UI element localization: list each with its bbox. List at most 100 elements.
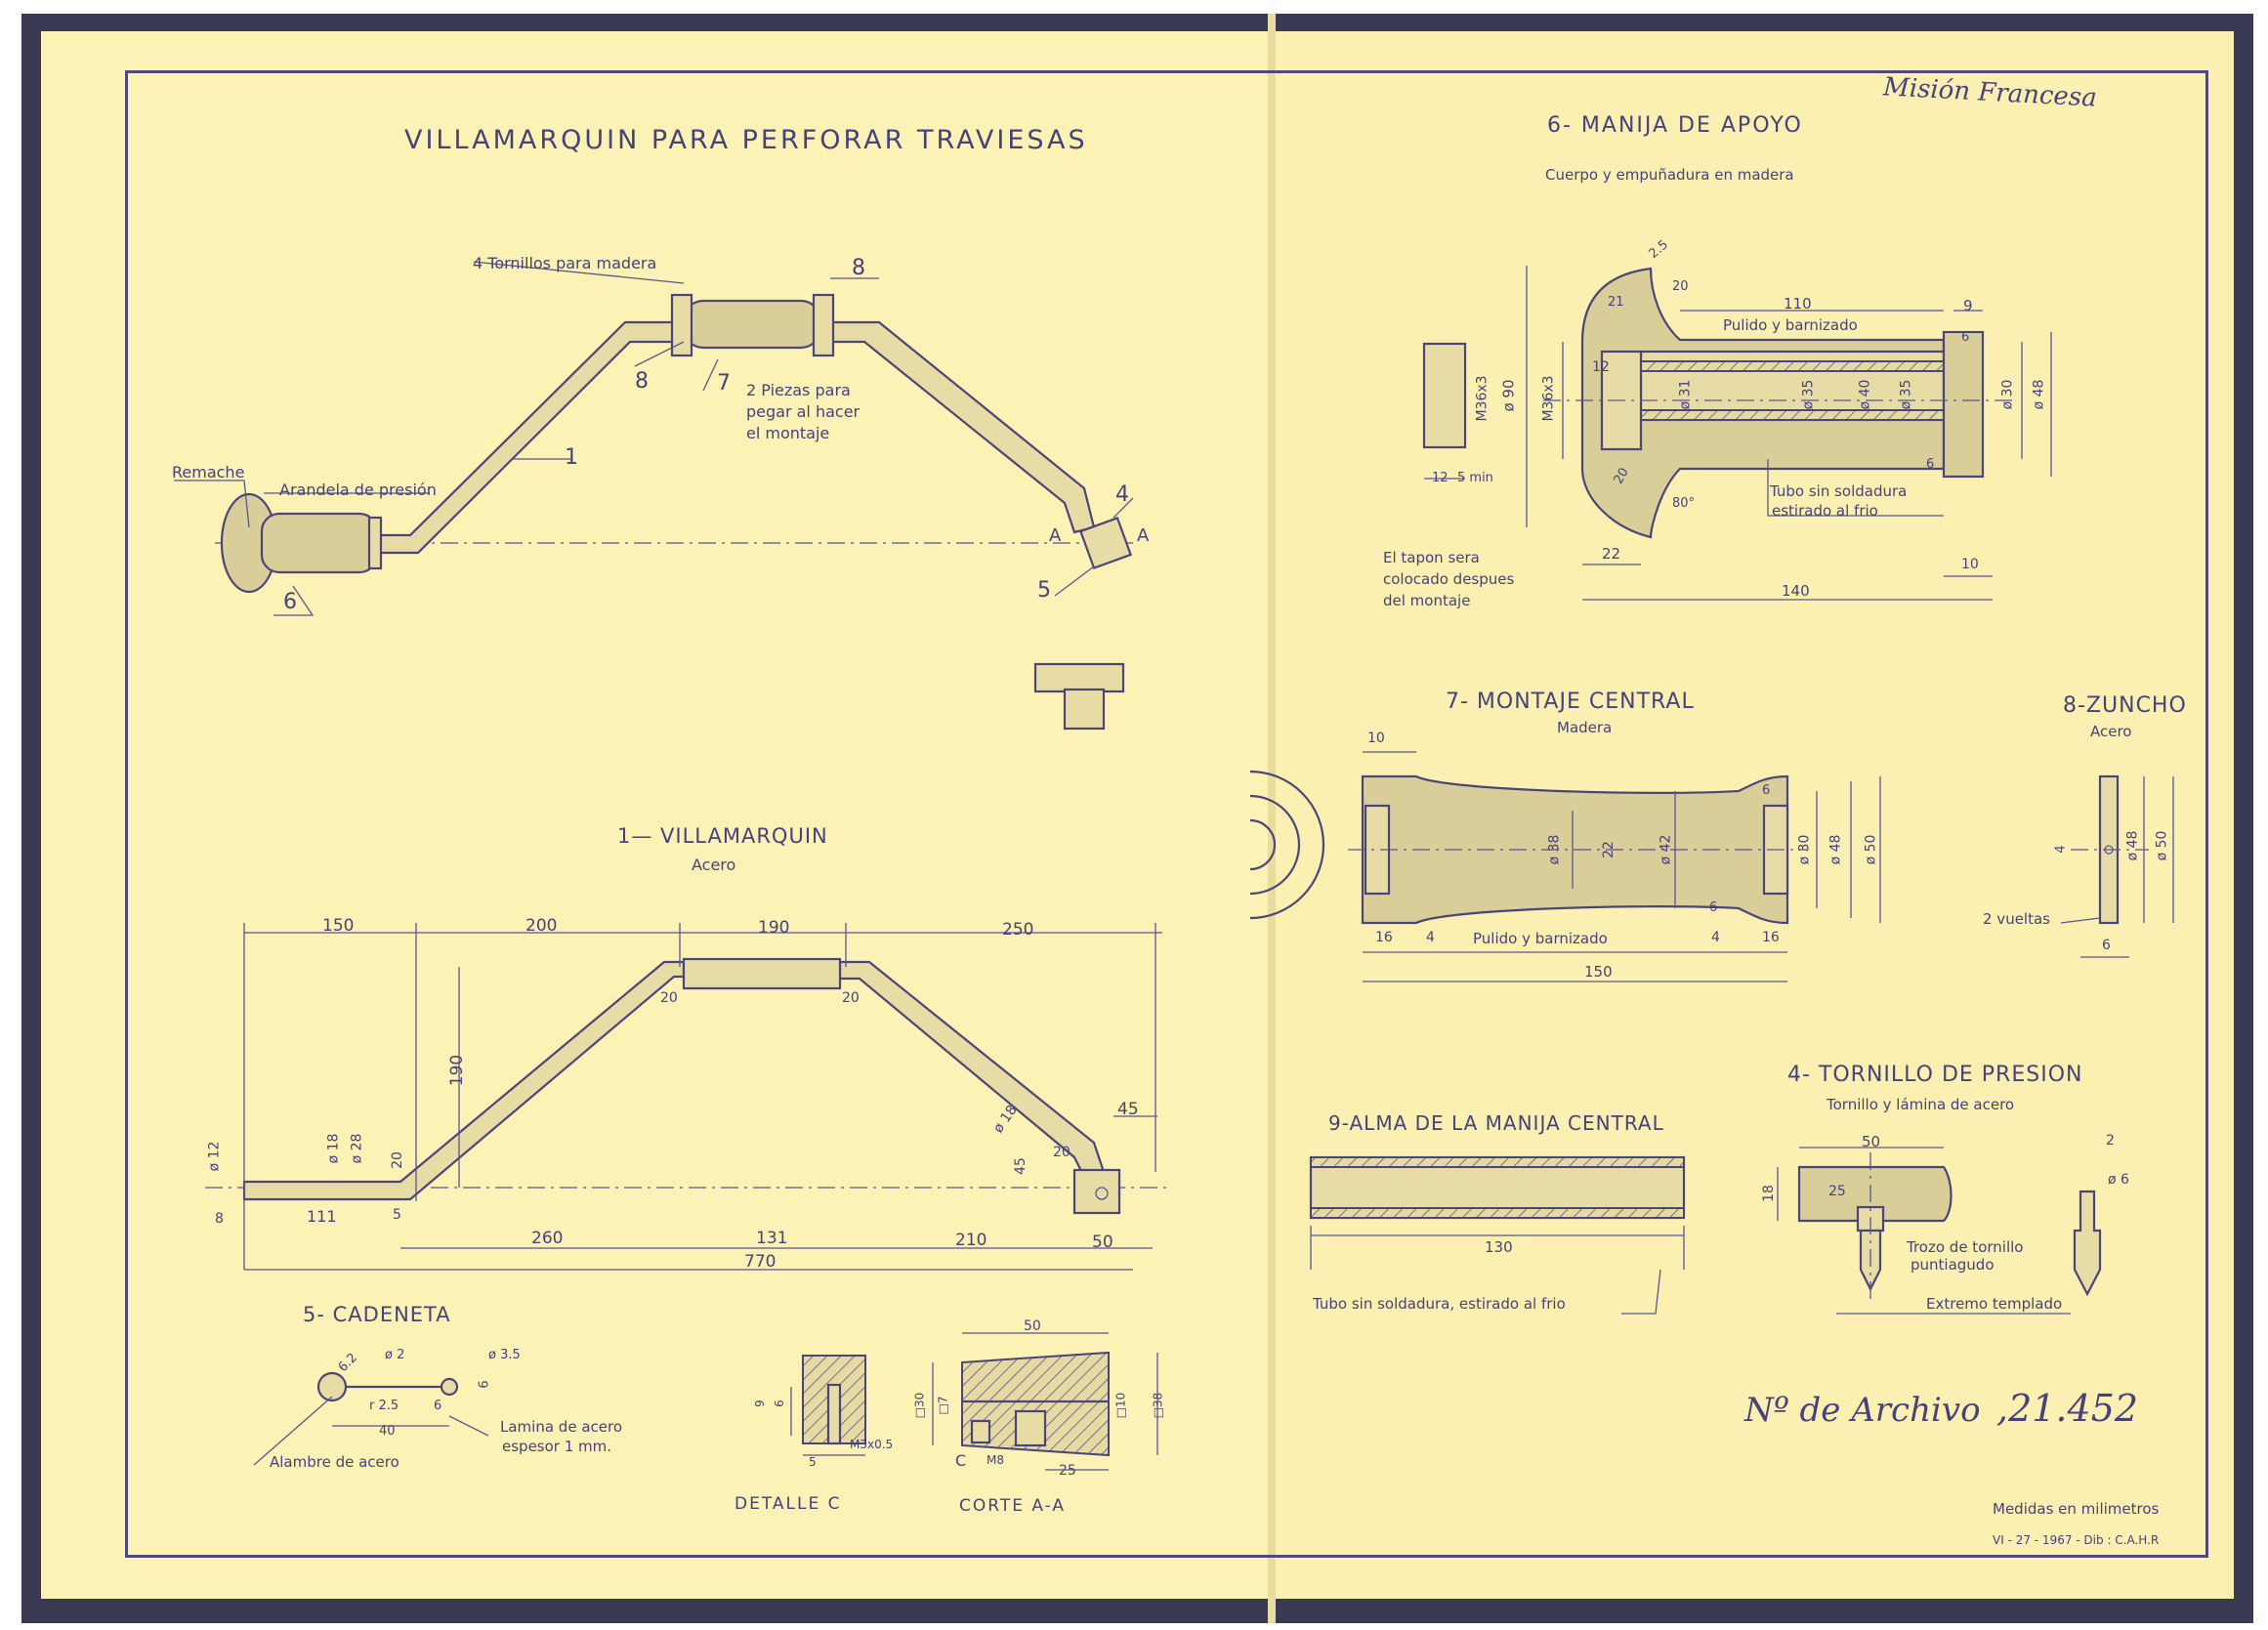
- p6-note-tube-2: estirado al frio: [1772, 502, 1878, 520]
- dim-r20-d: 20: [1053, 1145, 1071, 1160]
- drawing-title: VILLAMARQUIN PARA PERFORAR TRAVIESAS: [404, 125, 1088, 155]
- aa-dim-10: □10: [1113, 1392, 1128, 1419]
- p9-note: Tubo sin soldadura, estirado al frio: [1313, 1295, 1566, 1313]
- p4-dim-25: 25: [1828, 1184, 1846, 1199]
- callout-5: 5: [1037, 578, 1051, 603]
- dim-dia12: ø 12: [206, 1141, 223, 1172]
- part7-drawing: [1348, 751, 1881, 982]
- p4-note-hard: Extremo templado: [1926, 1295, 2063, 1313]
- label-screws: 4 Tornillos para madera: [473, 254, 657, 272]
- p7-dim-6b: 6: [1709, 900, 1718, 915]
- dim-height-190: 190: [447, 1054, 468, 1087]
- dim-8: 8: [215, 1211, 224, 1227]
- units-note: Medidas en milimetros: [1993, 1500, 2160, 1518]
- aa-mark-c: C: [955, 1451, 967, 1470]
- brace-crank: [369, 320, 676, 555]
- p4-dim-dia6: ø 6: [2108, 1172, 2129, 1188]
- p6-dim-20a: 20: [1672, 279, 1689, 294]
- label-pieces-3: el montaje: [746, 424, 830, 442]
- p6-dim-m36-a: M36x3: [1474, 375, 1491, 422]
- part6-subtitle: Cuerpo y empuñadura en madera: [1545, 166, 1794, 184]
- dim-210: 210: [955, 1231, 987, 1250]
- central-grip: [682, 299, 822, 350]
- p6-dim-6b: 6: [1926, 457, 1935, 472]
- aa-dim-30: □30: [912, 1392, 927, 1419]
- p4-dim-18: 18: [1760, 1185, 1777, 1202]
- p6-dim-21: 21: [1608, 295, 1624, 310]
- p7-dim-10: 10: [1367, 731, 1385, 746]
- chuck: [1078, 516, 1133, 570]
- p7-dim-dia38: ø 38: [1546, 834, 1563, 865]
- callout-4: 4: [1115, 482, 1129, 507]
- p6-dim-140: 140: [1782, 582, 1810, 600]
- aa-dim-25: 25: [1059, 1463, 1076, 1479]
- p8-dim-dia48: ø 48: [2124, 830, 2141, 861]
- p7-dim-4b: 4: [1711, 930, 1720, 945]
- callout-8b: 8: [635, 369, 649, 394]
- part6-drawing: [1422, 266, 2052, 601]
- p6-dim-6a: 6: [1961, 330, 1970, 345]
- p6-dim-12b: 12: [1432, 471, 1449, 485]
- p6-dim-dia30: ø 30: [1999, 379, 2016, 410]
- part8-material: Acero: [2090, 723, 2132, 740]
- paper-left: [41, 31, 1274, 1599]
- section-aa-drawing: [932, 1332, 1158, 1471]
- p8-dim-6: 6: [2102, 938, 2111, 953]
- dc-dim-6: 6: [772, 1400, 786, 1407]
- p5-note-wire: Alambre de acero: [270, 1453, 399, 1471]
- aa-dim-38: □38: [1151, 1392, 1165, 1419]
- p6-dim-dia48: ø 48: [2031, 379, 2047, 410]
- p5-dim-6b: 6: [477, 1380, 492, 1389]
- dim-131: 131: [756, 1229, 788, 1248]
- p7-dim-16a: 16: [1375, 930, 1393, 945]
- part8-title: 8-ZUNCHO: [2063, 693, 2187, 718]
- p5-dim-r2-5: r 2.5: [369, 1399, 399, 1413]
- paper-fold: [1268, 14, 1276, 1623]
- dim-dia28: ø 28: [349, 1133, 365, 1164]
- p4-dim-2: 2: [2106, 1133, 2115, 1149]
- p7-dim-22: 22: [1600, 841, 1617, 858]
- archive-number: ,21.452: [1996, 1387, 2139, 1430]
- label-pieces-1: 2 Piezas para: [746, 381, 851, 399]
- p6-dim-10: 10: [1961, 557, 1979, 572]
- aa-dim-7: □7: [936, 1396, 950, 1415]
- dim-150: 150: [322, 916, 355, 936]
- section-aa-title: CORTE A-A: [959, 1496, 1067, 1516]
- pressure-screw-plate: [1797, 1165, 1953, 1223]
- p8-dim-4: 4: [2053, 845, 2069, 854]
- callout-8a: 8: [852, 256, 865, 280]
- dim-r20-a: 20: [660, 990, 678, 1006]
- dim-250: 250: [1002, 920, 1034, 940]
- part7-title: 7- MONTAJE CENTRAL: [1446, 690, 1695, 714]
- detail-c-drawing: [790, 1355, 866, 1456]
- p5-dim-6a: 6: [434, 1399, 442, 1413]
- dc-dim-9: 9: [752, 1400, 767, 1407]
- p5-dim-dia3-5: ø 3.5: [488, 1348, 521, 1362]
- p7-dim-dia48: ø 48: [1827, 834, 1844, 865]
- p7-dim-16b: 16: [1762, 930, 1780, 945]
- fold-mark: [1249, 770, 1325, 920]
- dim-260: 260: [531, 1229, 564, 1248]
- p6-note-polish: Pulido y barnizado: [1723, 316, 1858, 334]
- p7-dim-150: 150: [1584, 963, 1613, 981]
- p6-note-tube-1: Tubo sin soldadura: [1770, 482, 1908, 500]
- p6-dim-m36-b: M36x3: [1540, 375, 1557, 422]
- p6-dim-dia35a: ø 35: [1800, 379, 1817, 410]
- p6-dim-22: 22: [1602, 545, 1621, 563]
- p5-note-2: espesor 1 mm.: [502, 1438, 612, 1455]
- p7-dim-dia42: ø 42: [1658, 834, 1674, 865]
- part4-subtitle: Tornillo y lámina de acero: [1827, 1096, 2015, 1113]
- p9-dim-130: 130: [1485, 1238, 1513, 1256]
- p6-note-plug-1: El tapon sera: [1383, 549, 1480, 566]
- aa-dim-m8: M8: [987, 1453, 1004, 1467]
- part9-drawing: [1309, 1155, 1686, 1315]
- dc-dim-m3: M3x0.5: [850, 1438, 894, 1451]
- p5-note-1: Lamina de acero: [500, 1418, 622, 1436]
- dim-190: 190: [758, 918, 790, 938]
- p7-dim-4a: 4: [1426, 930, 1435, 945]
- p6-dim-5min: 5 min: [1457, 471, 1493, 485]
- part1-drawing: [205, 923, 1172, 1271]
- p4-dim-50: 50: [1862, 1133, 1881, 1150]
- callout-7: 7: [717, 371, 731, 396]
